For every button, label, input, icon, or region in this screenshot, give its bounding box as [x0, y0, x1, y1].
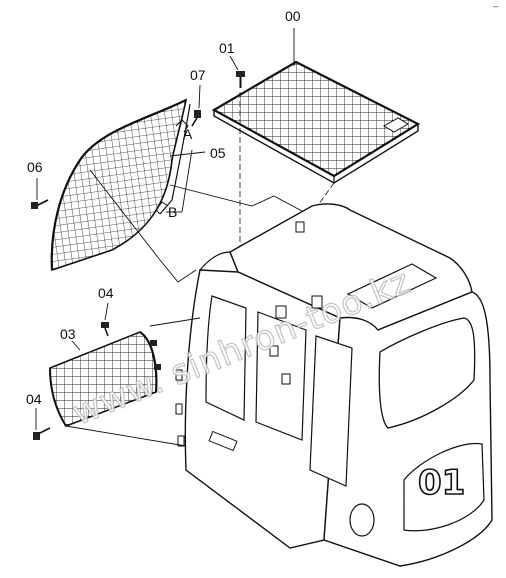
assembly-line [169, 184, 317, 219]
assembly-line [149, 317, 201, 327]
callout-05: 05 [210, 145, 226, 161]
screw-icon [191, 110, 201, 127]
corner-mark: – [493, 1, 498, 11]
assembly-line [65, 425, 187, 447]
assembly-line [89, 169, 197, 283]
side-guard-part-05 [50, 98, 191, 272]
leader-03 [71, 340, 81, 351]
callout-03: 03 [60, 326, 76, 342]
leader-05 [169, 151, 206, 157]
screw-icon [33, 427, 51, 440]
leader-04-top [104, 302, 109, 321]
cab-badge: 01 [418, 463, 465, 503]
leader-05 [181, 149, 193, 213]
bolt-icon [101, 322, 109, 337]
screw-icon [31, 199, 49, 209]
label-a: A [183, 126, 193, 142]
lower-guard-part-03 [49, 331, 158, 427]
leader-01 [229, 55, 239, 71]
callout-06: 06 [27, 159, 43, 175]
bolt-icon [154, 364, 161, 370]
bolt-icon [236, 71, 245, 88]
callout-04-bottom: 04 [26, 391, 42, 407]
leader-07 [198, 84, 201, 109]
bolt-icon [150, 340, 157, 346]
roof-guard-part-00 [211, 60, 421, 184]
cab-body [175, 203, 493, 567]
callout-04-top: 04 [98, 285, 114, 301]
callout-07: 07 [190, 67, 206, 83]
callout-00: 00 [285, 8, 301, 24]
callout-01: 01 [219, 40, 235, 56]
